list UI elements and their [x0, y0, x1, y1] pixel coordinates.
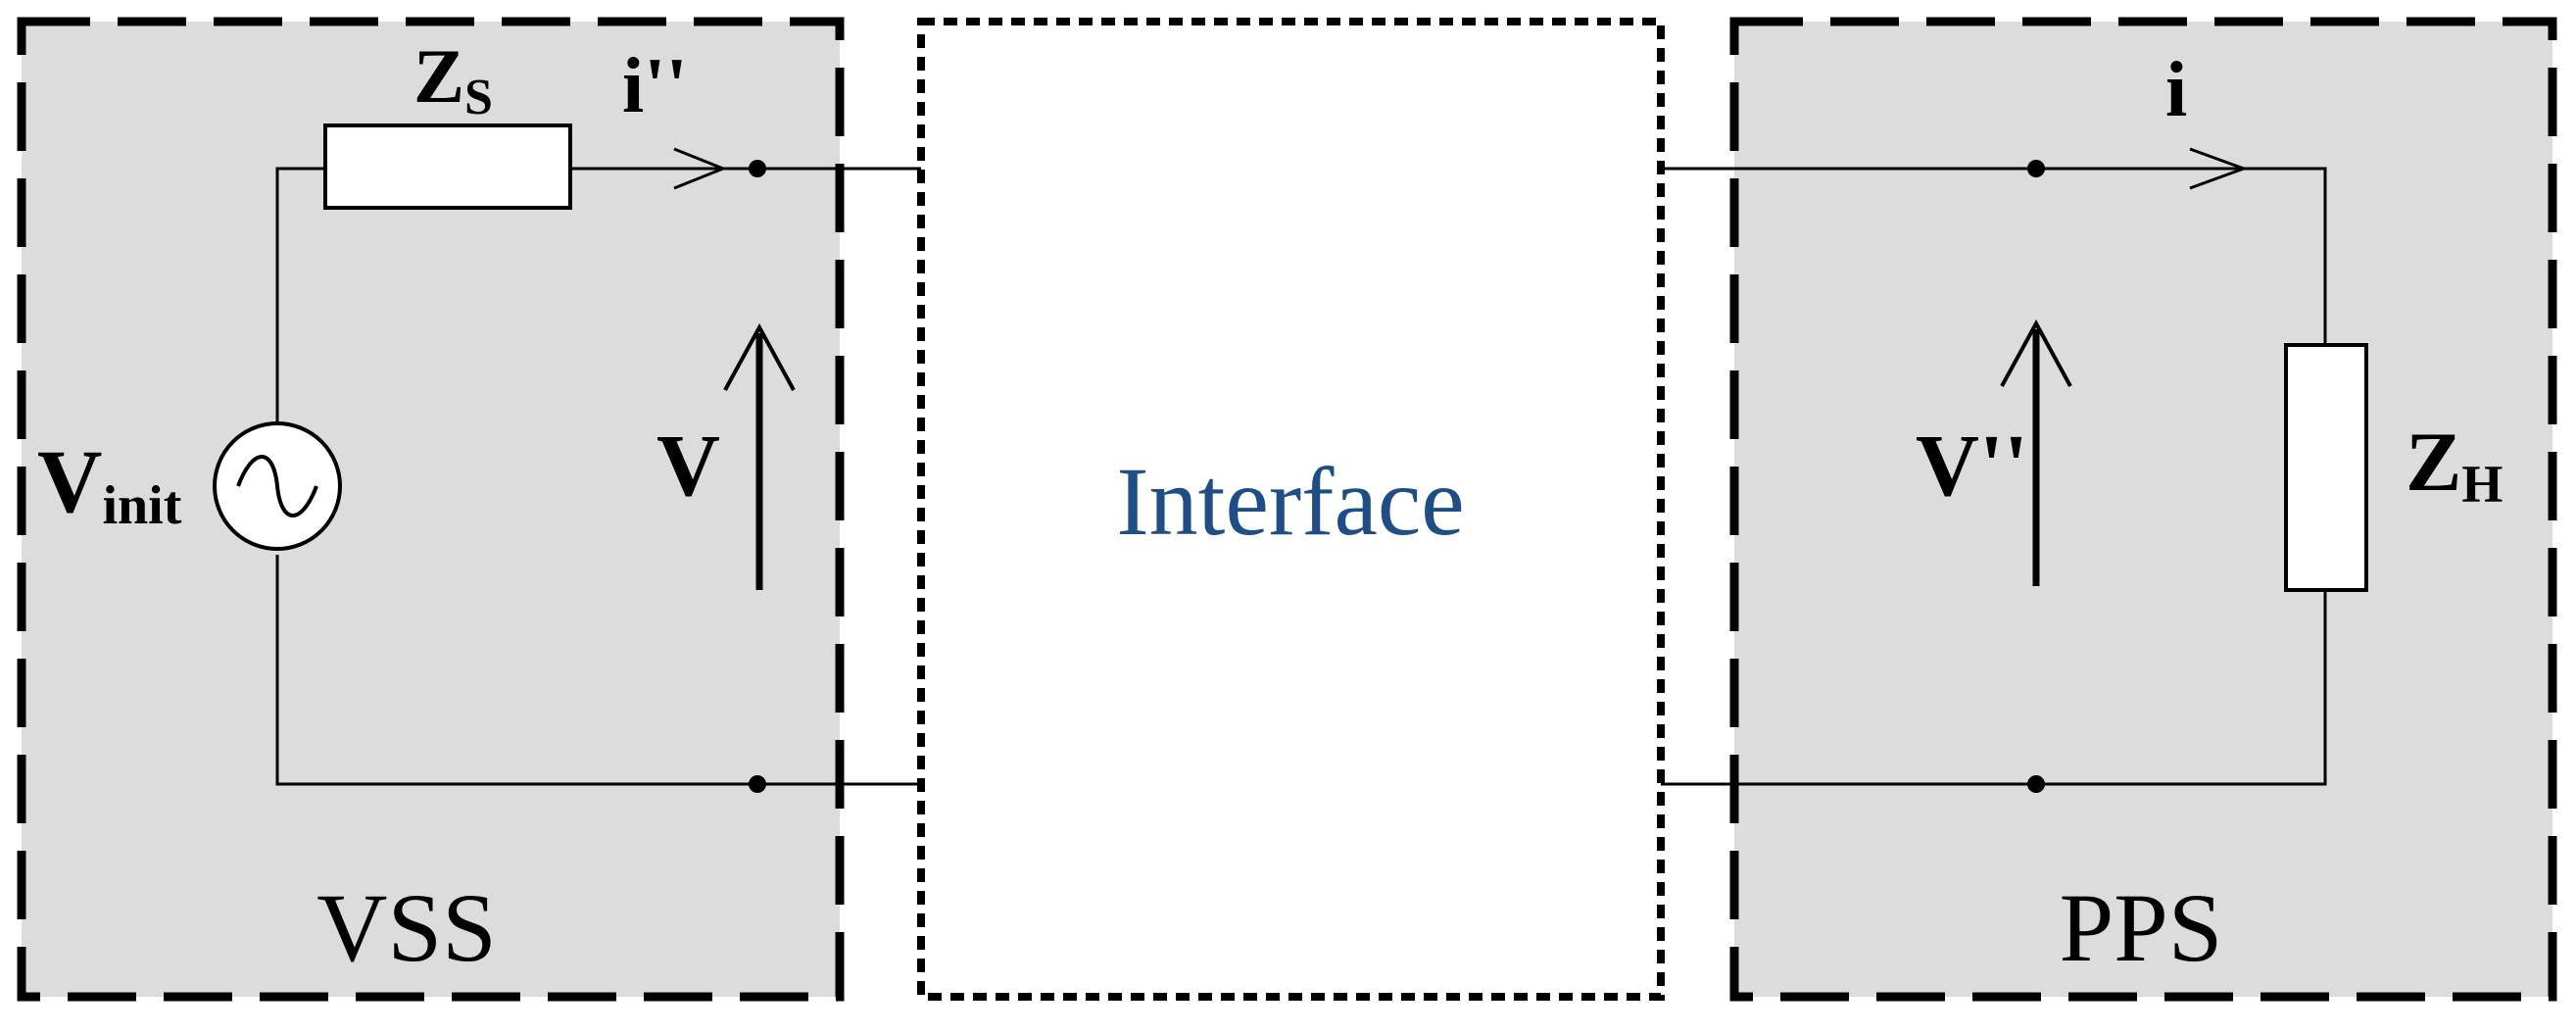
- vss-top-terminal: [749, 160, 766, 177]
- pps-wiring: [1661, 167, 2327, 786]
- zs-label: ZS: [413, 33, 493, 125]
- i-current-arrow: [2189, 147, 2249, 190]
- vinit-subscript: init: [102, 475, 181, 536]
- ac-voltage-source: [213, 421, 342, 551]
- sine-wave-icon: [236, 455, 318, 517]
- zh-resistor: [2284, 343, 2368, 592]
- vss-label: VSS: [316, 873, 496, 982]
- interface-box: [917, 18, 1665, 1001]
- pps-panel: [1729, 17, 2557, 1002]
- v-label: V: [656, 418, 720, 515]
- zh-label: ZH: [2406, 415, 2503, 514]
- pps-top-terminal: [2027, 160, 2045, 177]
- zs-resistor: [323, 123, 572, 210]
- interface-label: Interface: [1116, 447, 1464, 556]
- vinit-label: Vinit: [37, 431, 182, 536]
- zs-subscript: S: [464, 70, 493, 125]
- v-voltage-arrow: [723, 322, 796, 590]
- i-label: i: [2165, 47, 2187, 133]
- v-double-prime-label: V'': [1916, 418, 2028, 515]
- i-double-prime-arrow: [673, 147, 728, 190]
- vss-wiring: [275, 167, 921, 786]
- pps-label: PPS: [2060, 873, 2223, 982]
- pps-bottom-terminal: [2027, 775, 2045, 793]
- i-double-prime-label: i'': [622, 43, 688, 129]
- vss-bottom-terminal: [749, 775, 766, 793]
- v-double-prime-voltage-arrow: [2000, 319, 2072, 586]
- zh-subscript: H: [2461, 455, 2503, 514]
